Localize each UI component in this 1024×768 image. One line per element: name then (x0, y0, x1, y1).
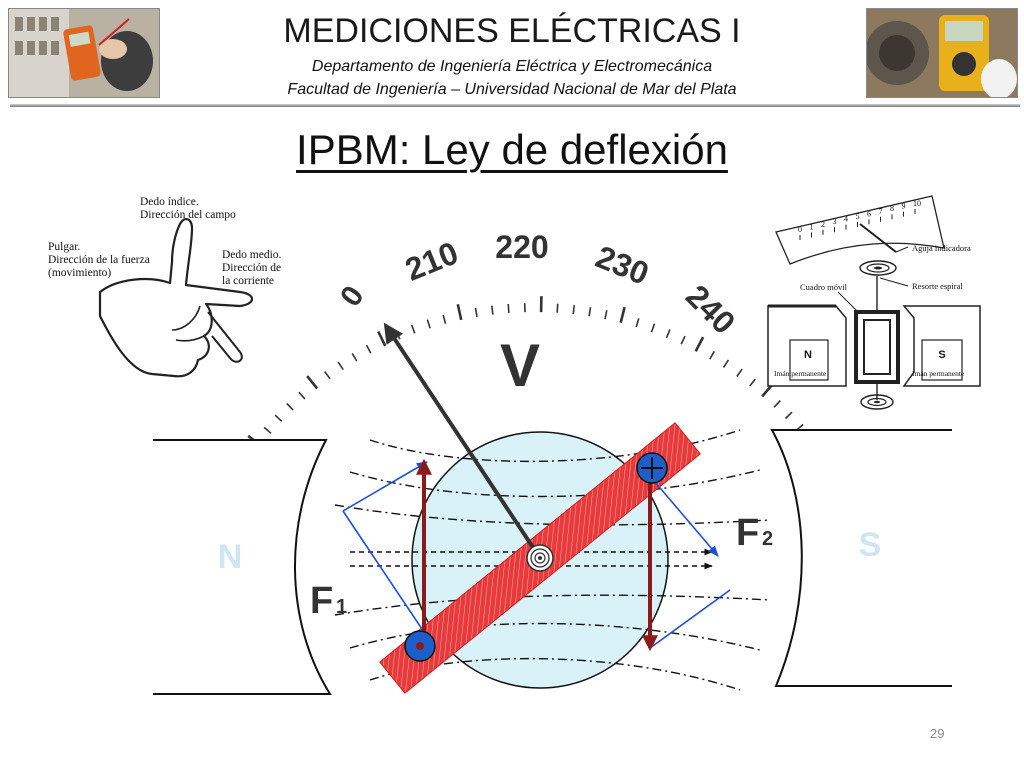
mechanism-scale-number: 0 (798, 225, 802, 234)
scale-tick (665, 329, 671, 339)
middle-direction-label: Dirección de (222, 262, 281, 274)
scale-tick (491, 305, 494, 315)
scale-tick (337, 361, 344, 371)
header-divider (10, 104, 1020, 107)
pivot (526, 544, 554, 572)
slide-title: IPBM: Ley de deflexión (296, 126, 728, 173)
multimeter-photo-right (866, 8, 1018, 98)
mech-magnet-left-label: Imán permanente (774, 369, 827, 378)
mechanism-scale-number: 5 (856, 212, 860, 221)
scale-tick (635, 318, 640, 328)
scale-label-230: 230 (591, 238, 654, 291)
voltmeter-scale: 0 210 220 230 240 V (247, 229, 831, 457)
scale-tick (588, 307, 592, 317)
needle-label: Aguja indicadora (912, 243, 971, 253)
scale-label-210: 210 (400, 234, 463, 287)
mechanism-scale-number: 9 (902, 202, 906, 211)
mechanism-scale-number: 10 (913, 199, 921, 208)
scale-tick (709, 350, 715, 360)
middle-finger-label: Dedo medio. (222, 249, 282, 261)
scale-tick (722, 359, 730, 368)
scale-tick (456, 304, 463, 321)
index-direction-label: Dirección del campo (140, 209, 236, 221)
scale-tick (442, 314, 447, 324)
pole-pieces (153, 429, 952, 695)
left-hand-rule-sketch: Dedo índice. Dirección del campo Pulgar.… (48, 196, 282, 378)
faculty-line: Facultad de Ingeniería – Universidad Nac… (287, 81, 737, 98)
mech-magnet-right-label: Imán permanente (912, 369, 965, 378)
scale-tick (507, 303, 510, 314)
mech-south-label: S (938, 349, 945, 361)
f2-subscript: 2 (762, 528, 773, 550)
f1-letter: F (310, 580, 333, 622)
force-label-f2: F 2 (736, 512, 773, 554)
scale-tick (572, 305, 575, 315)
coil-label: Cuadro móvil (800, 282, 848, 292)
conductor-current-out (404, 630, 436, 662)
scale-tick (784, 411, 793, 420)
index-finger-label: Dedo índice. (140, 196, 199, 208)
scale-tick (324, 371, 331, 380)
mech-north-label: N (804, 349, 812, 361)
scale-tick (395, 330, 401, 340)
scale-tick (694, 336, 705, 352)
scale-tick (680, 335, 686, 345)
scale-unit-volts: V (500, 332, 540, 399)
scale-tick (773, 400, 781, 408)
f1-subscript: 1 (336, 596, 347, 618)
thumb-motion-label: (movimiento) (48, 267, 111, 279)
pole-north-label: N (218, 538, 243, 576)
pointer-needle (383, 322, 542, 560)
scale-tick (604, 310, 608, 320)
scale-tick (274, 414, 283, 422)
scale-tick (736, 368, 743, 377)
mechanism-scale-number: 6 (867, 209, 871, 218)
scale-ticks (247, 296, 831, 457)
mechanism-scale-number: 4 (844, 215, 848, 224)
mechanism-scale-number: 1 (810, 222, 814, 231)
conductor-current-in (636, 452, 668, 484)
spring-label: Resorte espiral (912, 281, 963, 291)
scale-label-240: 240 (679, 278, 742, 341)
scale-tick (650, 323, 656, 333)
multimeter-photo-left (8, 8, 160, 98)
scale-tick (263, 426, 272, 434)
mechanism-scale-number: 7 (879, 207, 883, 216)
scale-tick (351, 352, 358, 362)
scale-tick (426, 319, 431, 329)
f2-letter: F (736, 512, 759, 554)
thumb-direction-label: Dirección de la fuerza (48, 254, 150, 266)
force-label-f1: F 1 (310, 580, 347, 622)
scale-tick (365, 344, 372, 354)
scale-tick (474, 307, 478, 318)
mechanism-scale-number: 3 (833, 217, 837, 226)
scale-label-0: 0 (334, 280, 371, 313)
scale-label-220: 220 (495, 229, 548, 265)
scale-tick (410, 324, 416, 334)
scale-tick (377, 330, 387, 347)
scale-tick (556, 303, 559, 313)
scale-tick (286, 402, 294, 411)
scale-tick (749, 378, 756, 387)
thumb-label: Pulgar. (48, 241, 80, 253)
scale-tick (619, 306, 626, 324)
page-number: 29 (930, 726, 945, 741)
scale-tick (306, 375, 319, 390)
pole-south-label: S (859, 526, 882, 564)
mechanism-scale-number: 8 (890, 204, 894, 213)
scale-tick (298, 391, 306, 400)
dimension-lines (342, 461, 731, 649)
department-line: Departamento de Ingeniería Eléctrica y E… (311, 58, 713, 75)
course-title: MEDICIONES ELÉCTRICAS I (283, 12, 741, 50)
middle-current-label: la corriente (222, 275, 274, 287)
mechanism-scale-number: 2 (821, 220, 825, 229)
